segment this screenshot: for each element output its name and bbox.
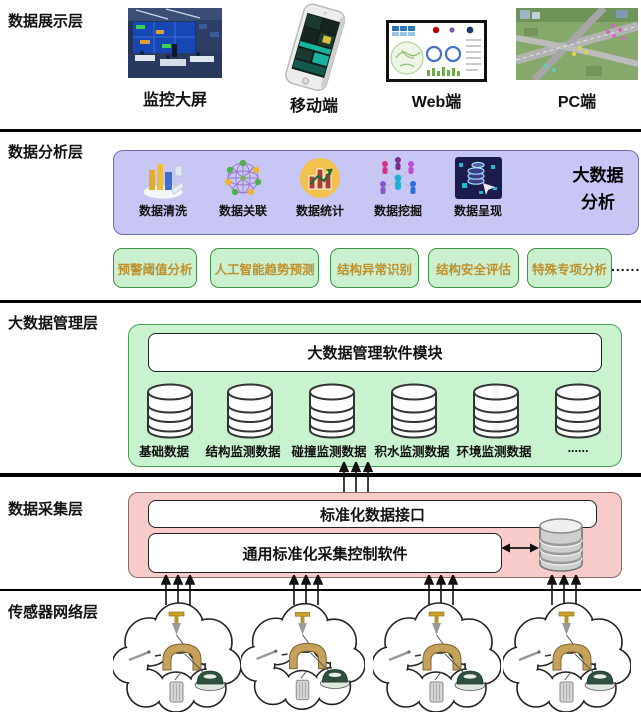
separator-line — [0, 129, 641, 132]
up-arrows-from-cloud — [424, 575, 458, 605]
data-statistics-icon — [298, 155, 342, 200]
web-dashboard-image — [386, 20, 487, 82]
big-title-line1: 大数据 — [572, 166, 624, 185]
database-label: 积水监测数据 — [374, 445, 450, 459]
method-tag-ai-trend: 人工智能趋势预测 — [210, 248, 319, 288]
display-item-label: Web端 — [411, 94, 462, 111]
tool-data-association: 数据关联 — [203, 155, 283, 219]
layer-label-management: 大数据管理层 — [8, 315, 99, 332]
method-tag-threshold: 预警阈值分析 — [113, 248, 197, 288]
software-box: 通用标准化采集控制软件 — [148, 533, 502, 573]
display-item-label: PC端 — [557, 94, 597, 111]
database-icon — [309, 383, 355, 439]
analysis-panel — [113, 150, 639, 235]
data-presentation-icon — [454, 155, 502, 200]
mobile-phone-image — [285, 3, 346, 92]
database-icon — [555, 383, 601, 439]
monitor-room-image — [128, 8, 222, 78]
database-label: 基础数据 — [138, 445, 189, 459]
up-arrows-from-cloud — [289, 575, 323, 605]
database-label: ...... — [567, 441, 589, 455]
layer-label-display: 数据展示层 — [8, 13, 84, 30]
big-data-analysis-title: 大数据 分析 — [560, 162, 636, 216]
sensor-cloud — [241, 602, 365, 710]
method-tag-anomaly: 结构异常识别 — [330, 248, 419, 288]
separator-line — [0, 589, 641, 591]
double-arrow — [501, 543, 539, 553]
database-label: 碰撞监测数据 — [291, 445, 367, 459]
layer-label-sensors: 传感器网络层 — [8, 604, 99, 621]
methods-ellipsis: ...... — [611, 258, 641, 274]
tool-label: 数据呈现 — [453, 204, 502, 218]
interface-box: 标准化数据接口 — [148, 500, 597, 528]
database-label: 结构监测数据 — [205, 445, 281, 459]
management-module-box: 大数据管理软件模块 — [148, 333, 602, 372]
pc-aerial-image — [516, 8, 638, 80]
database-label: 环境监测数据 — [456, 445, 532, 459]
display-item-label: 监控大屏 — [142, 92, 207, 109]
method-tag-special: 特殊专项分析 — [527, 248, 612, 288]
separator-line — [0, 473, 641, 477]
big-title-line2: 分析 — [581, 193, 615, 213]
sensor-cloud — [373, 602, 501, 712]
sensor-cloud — [113, 602, 241, 712]
method-tag-safety: 结构安全评估 — [428, 248, 519, 288]
storage-database-icon — [538, 518, 584, 572]
tool-label: 数据清洗 — [138, 204, 187, 218]
data-association-icon — [221, 155, 265, 200]
layer-label-collection: 数据采集层 — [8, 501, 84, 518]
tool-data-mining: 数据挖掘 — [358, 155, 438, 219]
up-arrows-from-cloud — [161, 575, 195, 605]
up-arrows-from-cloud — [547, 575, 581, 605]
layer-label-analysis: 数据分析层 — [8, 144, 84, 161]
separator-line — [0, 300, 641, 303]
database-icon — [227, 383, 273, 439]
up-arrows-to-management — [339, 462, 373, 493]
tool-data-cleaning: 数据清洗 — [123, 155, 203, 219]
tool-data-presentation: 数据呈现 — [438, 155, 518, 219]
tool-label: 数据关联 — [218, 204, 267, 218]
database-icon — [473, 383, 519, 439]
tool-data-statistics: 数据统计 — [280, 155, 360, 219]
tool-label: 数据统计 — [295, 204, 344, 218]
tool-label: 数据挖掘 — [373, 204, 422, 218]
data-mining-icon — [376, 155, 420, 200]
sensor-cloud — [503, 602, 631, 712]
database-icon — [391, 383, 437, 439]
database-icon — [147, 383, 193, 439]
display-item-label: 移动端 — [289, 98, 338, 115]
data-cleaning-icon — [141, 155, 185, 200]
